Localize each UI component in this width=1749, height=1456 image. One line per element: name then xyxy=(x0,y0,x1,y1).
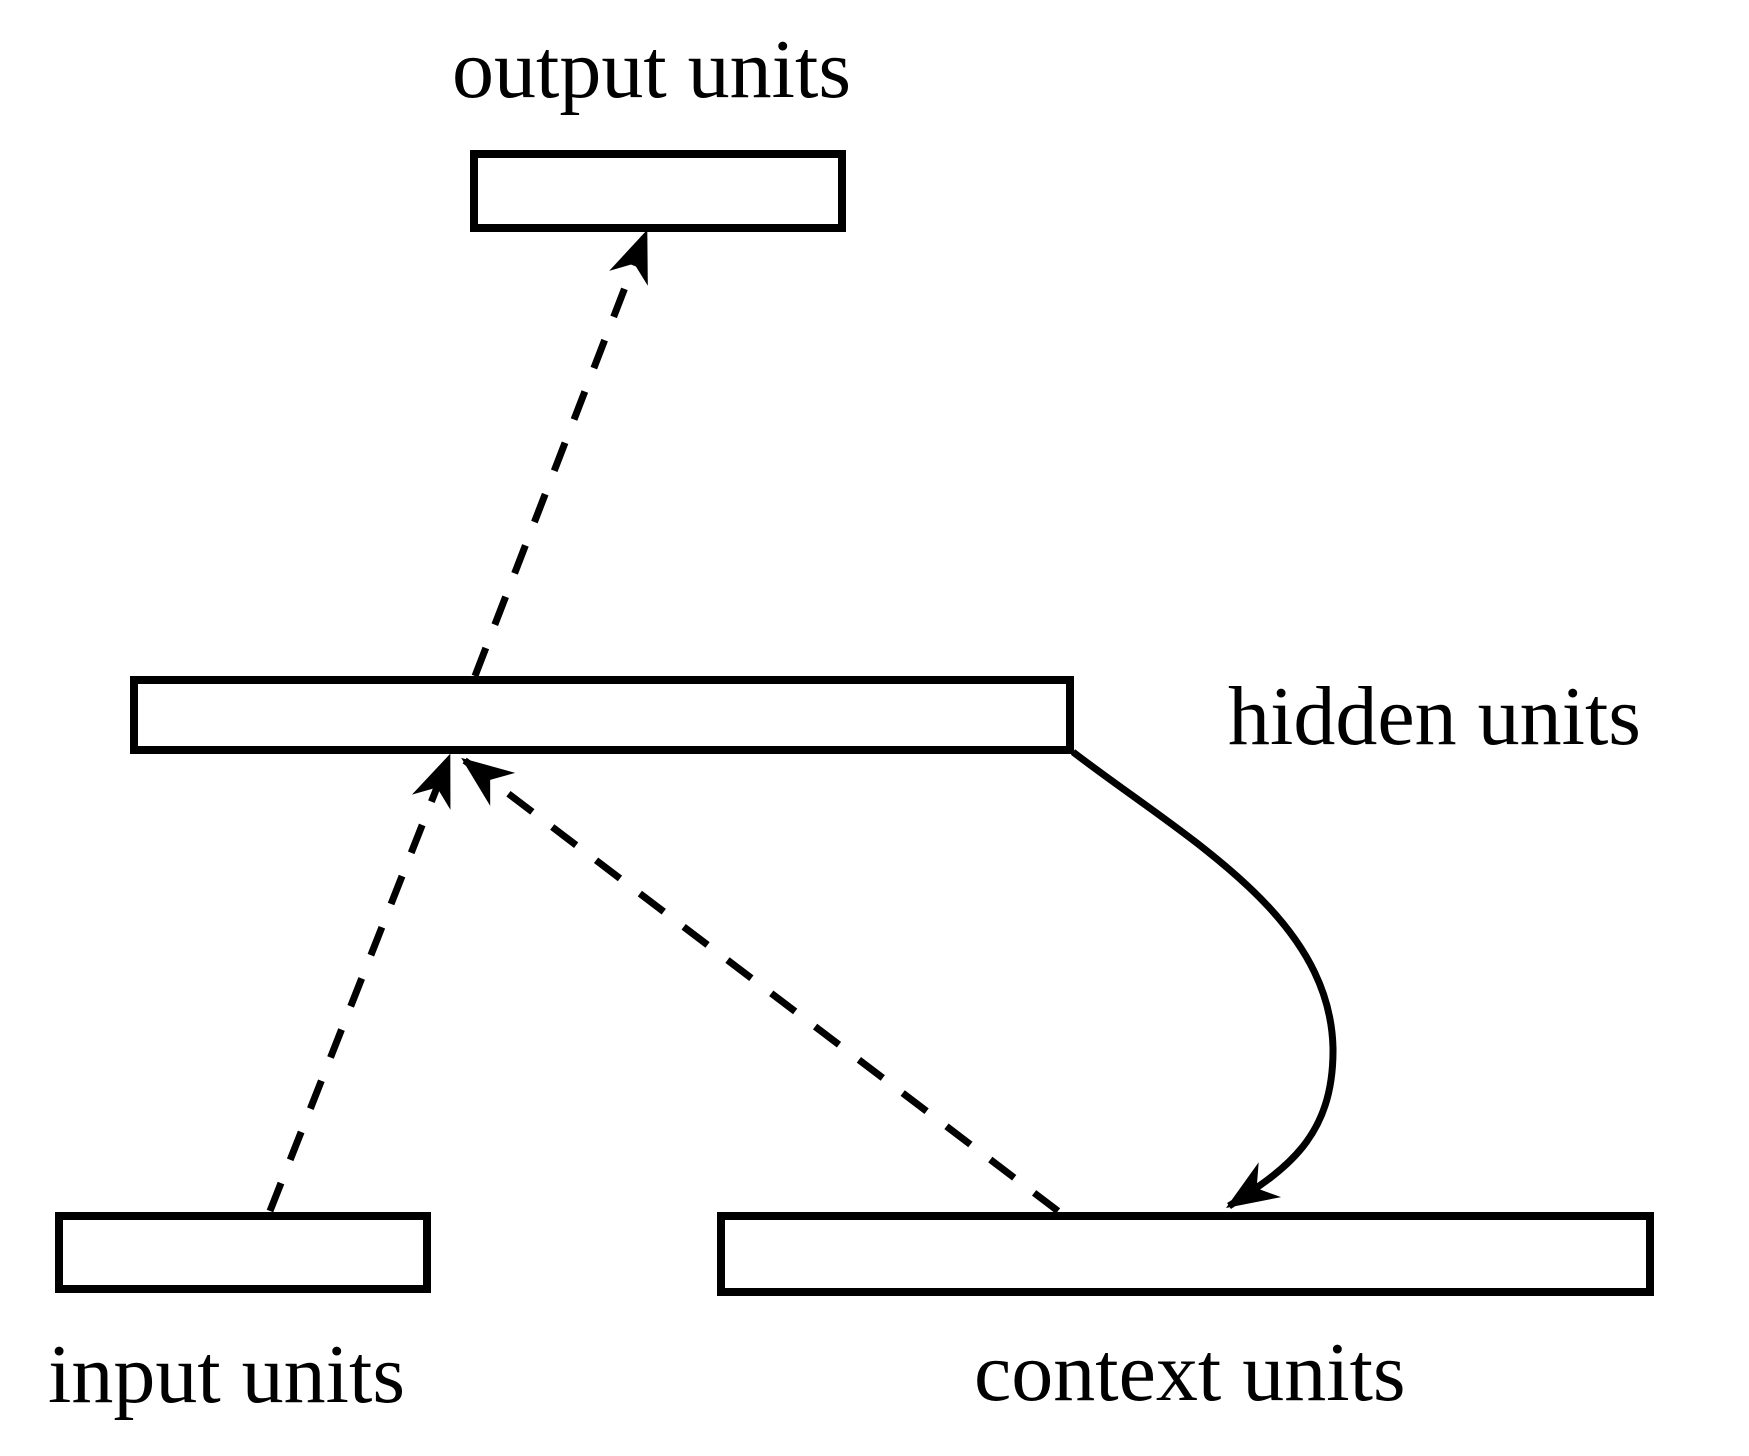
input-units-box xyxy=(55,1212,431,1293)
context-units-label: context units xyxy=(974,1326,1406,1419)
edge-input-to-hidden-arrow xyxy=(266,753,453,1213)
output-units-box xyxy=(470,150,846,232)
hidden-units-box xyxy=(130,676,1074,754)
context-units-box xyxy=(717,1212,1654,1296)
input-units-label: input units xyxy=(48,1328,406,1421)
edge-hidden-to-output-arrow xyxy=(471,229,650,678)
edge-hidden-to-context-recurrent-arrow xyxy=(1070,749,1337,1209)
output-units-label: output units xyxy=(452,23,852,116)
edge-context-to-hidden-arrow xyxy=(461,757,1061,1214)
hidden-units-label: hidden units xyxy=(1228,670,1641,763)
